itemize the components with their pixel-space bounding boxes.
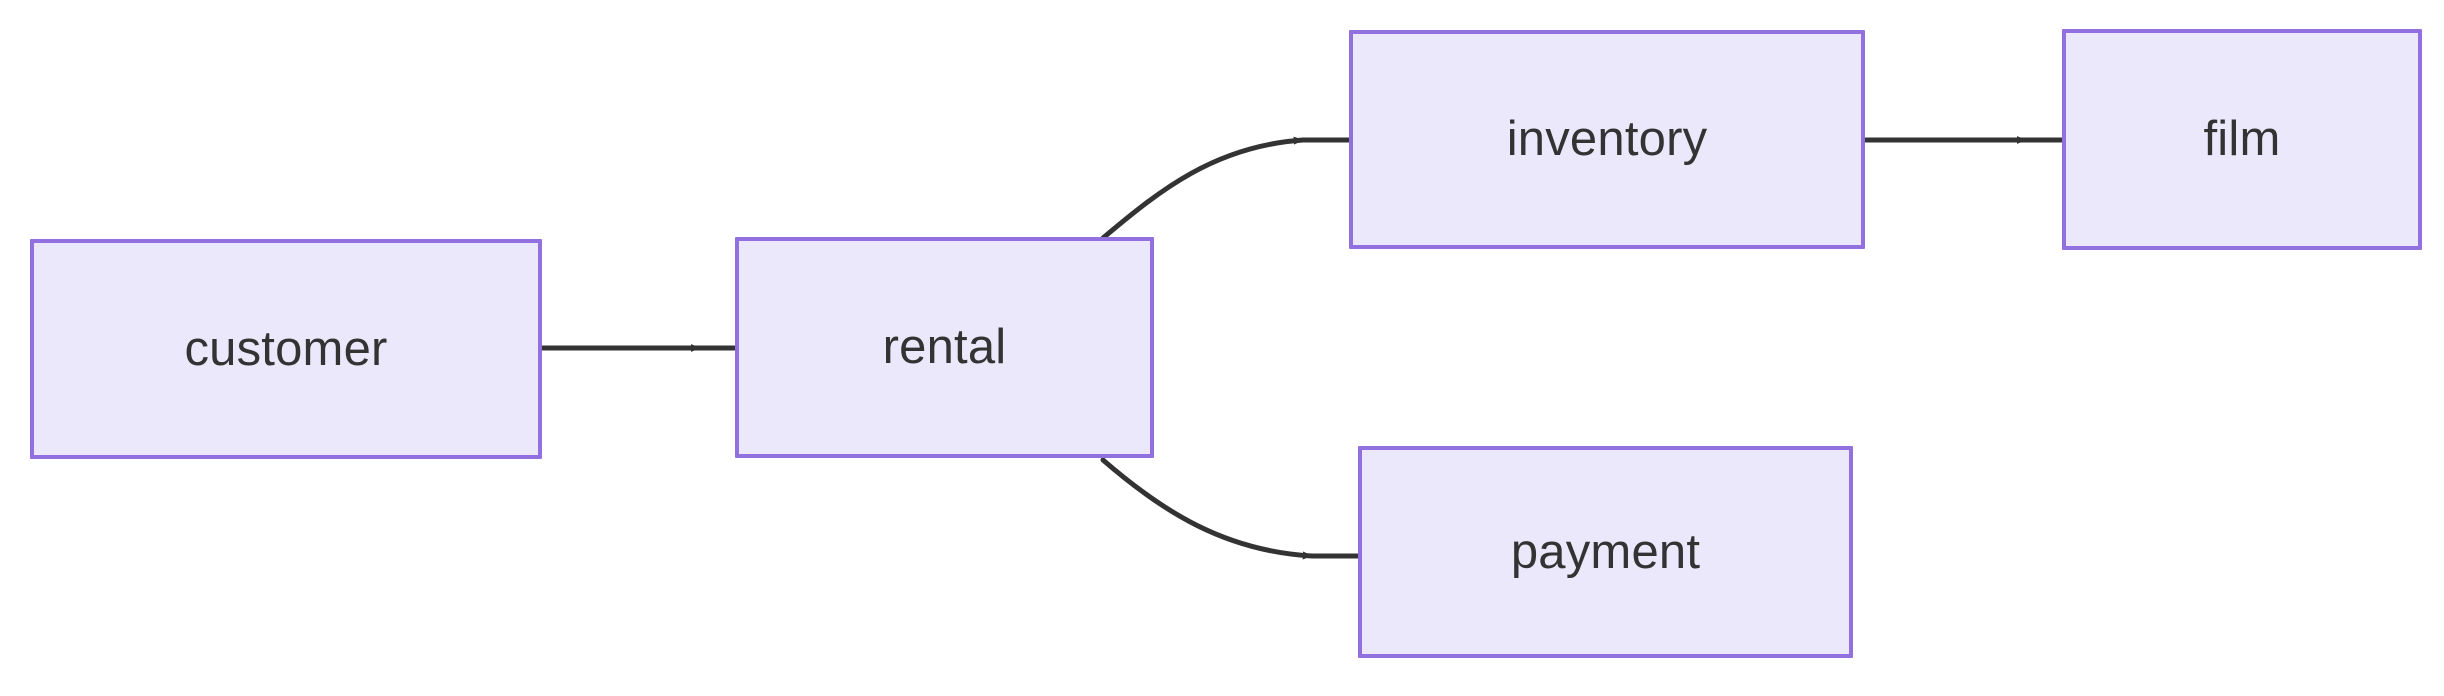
node-inventory[interactable]: inventory	[1349, 30, 1865, 249]
edge-rental-to-inventory	[1100, 136, 1349, 241]
node-customer[interactable]: customer	[30, 239, 542, 459]
node-payment-label: payment	[1510, 524, 1701, 579]
node-film[interactable]: film	[2062, 29, 2422, 250]
edge-rental-to-payment	[1100, 457, 1358, 560]
node-inventory-label: inventory	[1506, 112, 1708, 166]
node-rental[interactable]: rental	[735, 237, 1154, 458]
node-film-label: film	[2203, 112, 2281, 166]
node-customer-label: customer	[184, 321, 388, 376]
node-payment[interactable]: payment	[1358, 446, 1853, 658]
node-rental-label: rental	[882, 320, 1007, 374]
